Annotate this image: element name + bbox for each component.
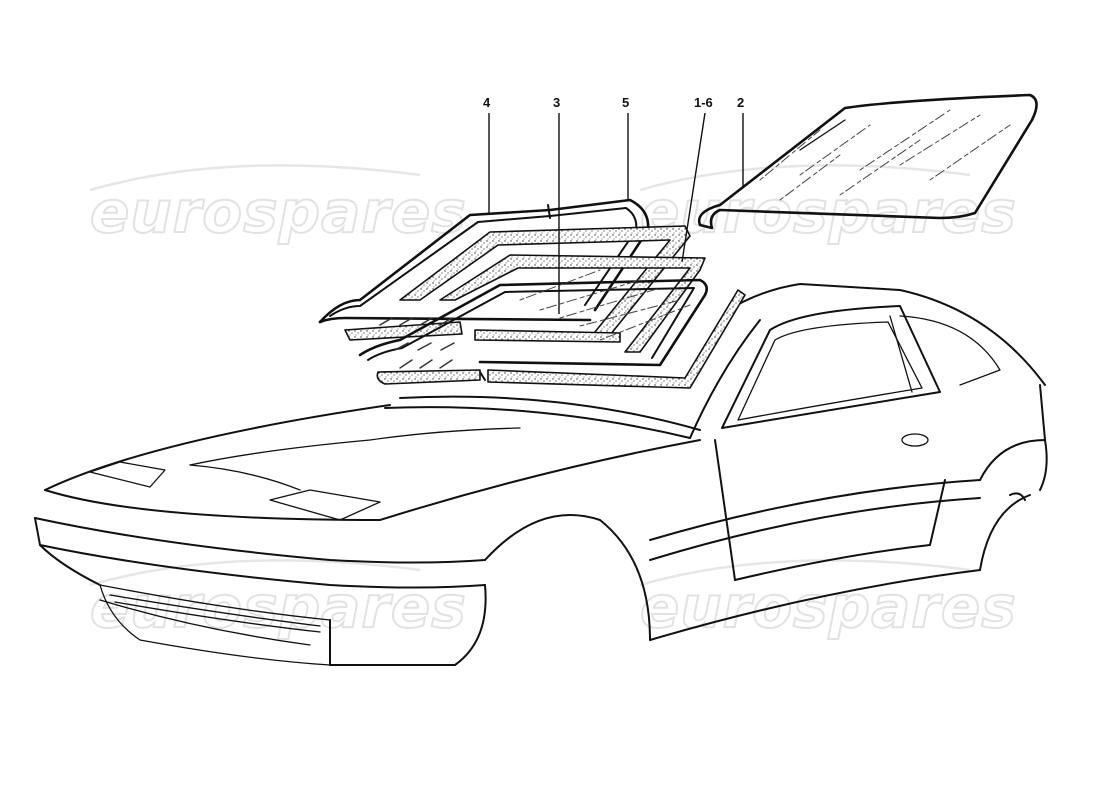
door-bottom <box>734 479 946 581</box>
seal-frame-middle-inner <box>367 287 695 361</box>
watermark-swoosh <box>639 164 971 192</box>
watermark-bottom-right: eurospares <box>640 573 1017 641</box>
seal-frame-middle <box>358 278 708 367</box>
grille-slat <box>99 599 311 646</box>
watermark-swoosh <box>89 164 421 192</box>
door-front-edge <box>714 439 736 581</box>
grille-line <box>109 594 321 627</box>
front-lower <box>329 584 487 666</box>
bumper-face <box>34 517 486 589</box>
seal-lower-left <box>376 369 481 385</box>
watermark-top-left: eurospares <box>90 178 467 246</box>
hood-nose <box>44 489 381 521</box>
seal-lower-right <box>487 289 746 389</box>
hood-side <box>379 439 701 521</box>
side-window-frame <box>721 305 941 429</box>
car-body-outline <box>34 283 1048 666</box>
watermark-top-right: eurospares <box>640 178 1017 246</box>
sill-line <box>649 569 981 641</box>
glass-highlight <box>799 119 846 151</box>
seal-lower-strip <box>474 329 621 343</box>
trim-joint <box>547 204 551 219</box>
rubber-seal-inner <box>439 254 706 353</box>
hood-bulge <box>189 427 521 466</box>
leader-1-6 <box>681 112 706 263</box>
callout-1-6: 1-6 <box>694 95 713 110</box>
callout-3: 3 <box>553 95 560 110</box>
trim-molding-bottom <box>318 316 592 324</box>
callout-4: 4 <box>483 95 491 110</box>
headlamp-cover-left <box>89 461 166 488</box>
a-pillar <box>689 319 761 439</box>
rear-arch-start <box>979 494 1031 571</box>
watermark-group: eurospares eurospares eurospares eurospa… <box>89 164 1017 642</box>
windscreen-seals <box>318 198 746 389</box>
rear-pillar <box>1039 384 1046 441</box>
watermark-bottom-left: eurospares <box>90 573 467 641</box>
body-crease-lower <box>649 497 981 561</box>
trim-molding-outer <box>318 198 650 324</box>
watermark-swoosh <box>639 559 971 587</box>
callout-labels: 4 3 5 1-6 2 <box>483 95 744 314</box>
b-pillar <box>889 315 913 393</box>
headlamp-cover-right <box>269 489 381 521</box>
seal-hatching <box>399 359 453 369</box>
side-window-glass <box>737 321 923 421</box>
rear-quarter <box>979 439 1048 491</box>
lower-valance <box>99 584 331 666</box>
cowl-line <box>399 395 701 431</box>
seal-hatching <box>379 317 453 326</box>
callout-5: 5 <box>622 95 629 110</box>
hood-bulge-front <box>189 464 301 491</box>
quarter-window <box>899 315 1001 386</box>
watermark-swoosh <box>89 559 421 587</box>
bumper-top <box>34 517 486 564</box>
seal-hatching <box>394 342 455 351</box>
glass-reflection <box>759 109 1011 201</box>
grille-line <box>99 584 331 621</box>
door-handle <box>901 433 929 447</box>
hood-front-edge <box>44 404 391 491</box>
cowl-line-inner <box>384 406 691 439</box>
bumper-corner <box>39 544 101 586</box>
roof-line <box>724 283 1046 386</box>
windscreen-glass-outline <box>697 93 1038 230</box>
rear-arch-detail <box>1009 492 1026 501</box>
body-crease <box>649 479 981 541</box>
grille-line <box>114 601 321 633</box>
seal-joint <box>479 371 486 381</box>
callout-2: 2 <box>737 95 744 110</box>
front-wheel-arch <box>484 514 651 641</box>
windscreen-glass <box>697 93 1038 230</box>
glass-shading <box>519 269 691 341</box>
